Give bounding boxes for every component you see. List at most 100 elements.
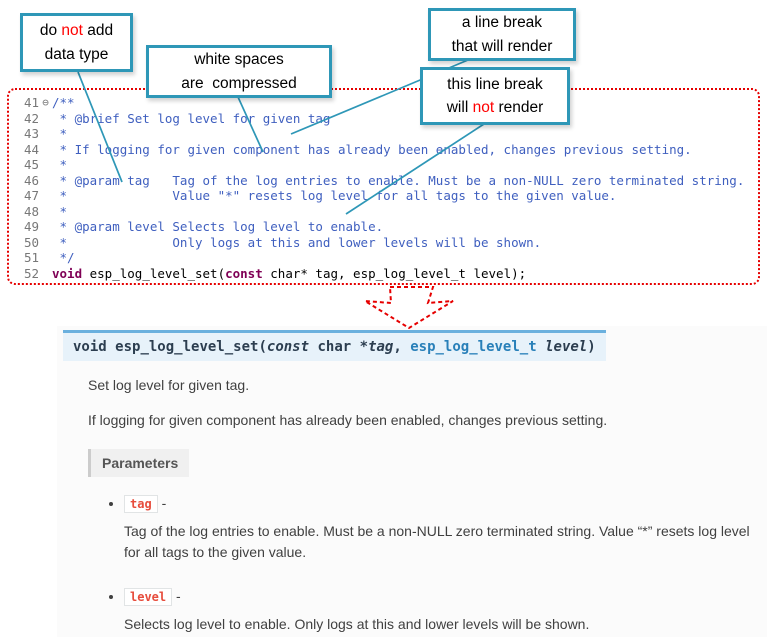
sig-param-tag: tag <box>368 339 394 355</box>
callout-break-not-render: this line break will not render <box>420 67 570 125</box>
code-text: * Only logs at this and lower levels wil… <box>52 234 542 250</box>
callout-text-red: not <box>472 99 495 116</box>
fold-gutter <box>39 219 52 235</box>
callout-text-red: not <box>61 22 83 40</box>
callout-text: this line break <box>447 75 543 93</box>
line-number: 46 <box>23 172 39 188</box>
sig-type-link[interactable]: esp_log_level_t <box>410 339 537 355</box>
fold-gutter <box>39 204 52 220</box>
callout-text: that will render <box>451 37 553 55</box>
callout-text: add <box>82 22 114 40</box>
callout-line: this line break <box>447 73 543 96</box>
code-line: 45 * <box>9 157 758 173</box>
code-text: * <box>52 203 68 219</box>
code-text: * @param tag Tag of the log entries to e… <box>52 172 745 188</box>
fold-gutter <box>39 173 52 189</box>
sig-function-name: esp_log_level_set <box>115 339 259 355</box>
line-number: 47 <box>23 188 39 203</box>
callout-text: render <box>494 99 544 116</box>
fold-gutter <box>39 157 52 173</box>
fold-gutter <box>39 266 52 282</box>
code-text: * Value "*" resets log level for all tag… <box>52 188 617 203</box>
line-number: 42 <box>23 110 39 126</box>
param-name-literal: level <box>124 588 173 607</box>
code-fold-icon[interactable]: ⊖ <box>42 96 49 109</box>
param-dash: - <box>157 495 167 511</box>
param-description: Tag of the log entries to enable. Must b… <box>124 522 750 561</box>
line-number: 43 <box>23 126 39 141</box>
parameters-list: tag - Tag of the log entries to enable. … <box>124 493 754 635</box>
code-line: 44 * If logging for given component has … <box>9 142 758 158</box>
rendered-docs-panel: void esp_log_level_set(const char *tag, … <box>57 326 767 637</box>
code-text: /** <box>52 95 75 110</box>
doc-body: Set log level for given tag. If logging … <box>63 375 750 635</box>
line-number: 52 <box>23 265 39 281</box>
code-text: */ <box>52 250 75 265</box>
code-text: * @brief Set log level for given tag <box>52 110 331 126</box>
sig-space <box>107 339 115 355</box>
sig-type-char: char * <box>309 339 369 355</box>
sig-return-type: void <box>73 339 107 355</box>
callout-line: white spaces <box>194 48 284 71</box>
function-signature: void esp_log_level_set(const char *tag, … <box>63 330 606 361</box>
sig-comma: , <box>393 339 411 355</box>
callout-text: a line break <box>461 14 543 32</box>
code-line: 50 * Only logs at this and lower levels … <box>9 235 758 251</box>
sig-param-level: level <box>545 339 588 355</box>
code-line: 51 */ <box>9 250 758 266</box>
code-text: * <box>52 157 68 172</box>
callout-text: white spaces <box>194 51 284 69</box>
fold-gutter <box>39 142 52 158</box>
code-text: * <box>52 126 68 141</box>
parameter-item-tag: tag - Tag of the log entries to enable. … <box>124 493 754 564</box>
callout-line: will not render <box>447 96 544 119</box>
keyword-const: const <box>225 265 263 281</box>
fold-gutter <box>39 126 52 142</box>
code-line: 49 * @param level Selects log level to e… <box>9 219 758 235</box>
callout-text: data type <box>44 45 109 63</box>
callout-line: a line break <box>462 11 542 34</box>
callout-break-renders: a line break that will render <box>428 8 576 61</box>
code-editor: 41⊖/** 42 * @brief Set log level for giv… <box>7 88 760 285</box>
callout-whitespace: white spaces are compressed <box>146 45 332 98</box>
callout-text: are compressed <box>181 74 297 92</box>
callout-text: do <box>39 22 62 40</box>
parameter-item-level: level - Selects log level to enable. Onl… <box>124 586 754 635</box>
code-text: * If logging for given component has alr… <box>52 141 692 157</box>
fold-gutter <box>39 111 52 127</box>
line-number: 49 <box>23 219 39 234</box>
code-line: 47 * Value "*" resets log level for all … <box>9 188 758 204</box>
callout-line: do not add <box>40 19 113 42</box>
callout-line: data type <box>45 43 109 66</box>
code-text: * @param level Selects log level to enab… <box>52 219 384 234</box>
doc-details-paragraph: If logging for given component has alrea… <box>88 412 608 428</box>
code-line: 48 * <box>9 204 758 220</box>
code-line: 46 * @param tag Tag of the log entries t… <box>9 173 758 189</box>
sig-paren: ) <box>587 339 596 355</box>
line-number: 44 <box>23 141 39 157</box>
param-dash: - <box>172 588 181 605</box>
declaration-rest: char* tag, esp_log_level_t level); <box>262 265 527 281</box>
function-name: esp_log_level_set( <box>82 265 226 281</box>
render-flow-arrow-icon <box>364 286 454 330</box>
doc-brief-paragraph: Set log level for given tag. <box>88 377 250 393</box>
parameters-heading: Parameters <box>88 449 190 477</box>
line-number: 48 <box>23 203 39 219</box>
line-number: 51 <box>23 250 39 265</box>
code-line: 42 * @brief Set log level for given tag <box>9 111 758 127</box>
sig-keyword-const: const <box>266 339 310 355</box>
callout-text: will <box>446 99 473 116</box>
line-number: 41 <box>23 95 39 110</box>
callout-no-datatype: do not add data type <box>20 13 133 72</box>
callout-line: that will render <box>452 35 553 58</box>
line-number: 45 <box>23 157 39 172</box>
sig-space <box>537 339 545 355</box>
sig-paren: ( <box>258 339 267 355</box>
fold-gutter <box>39 250 52 266</box>
fold-gutter <box>39 235 52 251</box>
code-line: 41⊖/** <box>9 95 758 111</box>
fold-gutter <box>39 188 52 204</box>
callout-line: are compressed <box>181 72 296 95</box>
